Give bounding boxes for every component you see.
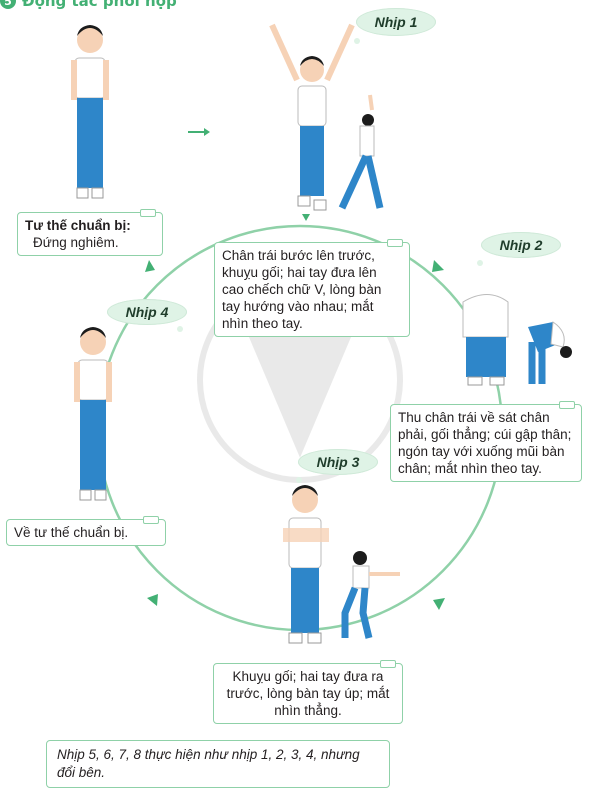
arrowhead-icon xyxy=(145,260,155,272)
step1-text: Chân trái bước lên trước, khuỵu gối; hai… xyxy=(222,248,382,331)
person-figure-step2 xyxy=(462,294,572,386)
repeat-note-text: Nhịp 5, 6, 7, 8 thực hiện như nhịp 1, 2,… xyxy=(57,747,360,780)
step3-text: Khuỵu gối; hai tay đưa ra trước, lòng bà… xyxy=(226,669,390,718)
ready-title: Tư thế chuẩn bị: xyxy=(25,218,131,233)
arrowhead-icon xyxy=(147,594,158,606)
bubble-tail xyxy=(477,260,483,266)
bubble-nhip-4: Nhịp 4 xyxy=(107,299,187,325)
arrowhead-icon xyxy=(302,214,310,221)
ready-position-box: Tư thế chuẩn bị: Đứng nghiêm. xyxy=(17,209,163,256)
bubble-nhip-3: Nhịp 3 xyxy=(298,449,378,475)
section-header: 5 Động tác phối hợp xyxy=(0,0,177,11)
step4-box: Về tư thế chuẩn bị. xyxy=(6,516,166,546)
bubble-tail xyxy=(177,326,183,332)
person-figure-step4 xyxy=(74,327,112,501)
person-figure-ready xyxy=(71,25,109,199)
bubble-tail xyxy=(296,477,302,483)
section-title: Động tác phối hợp xyxy=(22,0,177,10)
arrow-right-icon xyxy=(188,128,210,136)
arrowhead-icon xyxy=(432,260,444,272)
step2-box: Thu chân trái về sát chân phải, gối thẳn… xyxy=(390,401,582,482)
bubble-nhip-2: Nhịp 2 xyxy=(481,232,561,258)
repeat-note: Nhịp 5, 6, 7, 8 thực hiện như nhịp 1, 2,… xyxy=(46,740,390,788)
bubble-nhip-1: Nhịp 1 xyxy=(356,8,436,36)
arrowhead-icon xyxy=(433,598,445,610)
bubble-tail xyxy=(354,38,360,44)
section-number-badge: 5 xyxy=(0,0,16,9)
step4-text: Về tư thế chuẩn bị. xyxy=(14,525,129,540)
step2-text: Thu chân trái về sát chân phải, gối thẳn… xyxy=(398,410,572,476)
person-figure-step1 xyxy=(269,23,384,211)
ready-text: Đứng nghiêm. xyxy=(33,235,119,250)
step3-box: Khuỵu gối; hai tay đưa ra trước, lòng bà… xyxy=(213,660,403,724)
step1-box: Chân trái bước lên trước, khuỵu gối; hai… xyxy=(214,239,410,337)
person-figure-step3 xyxy=(283,485,400,644)
